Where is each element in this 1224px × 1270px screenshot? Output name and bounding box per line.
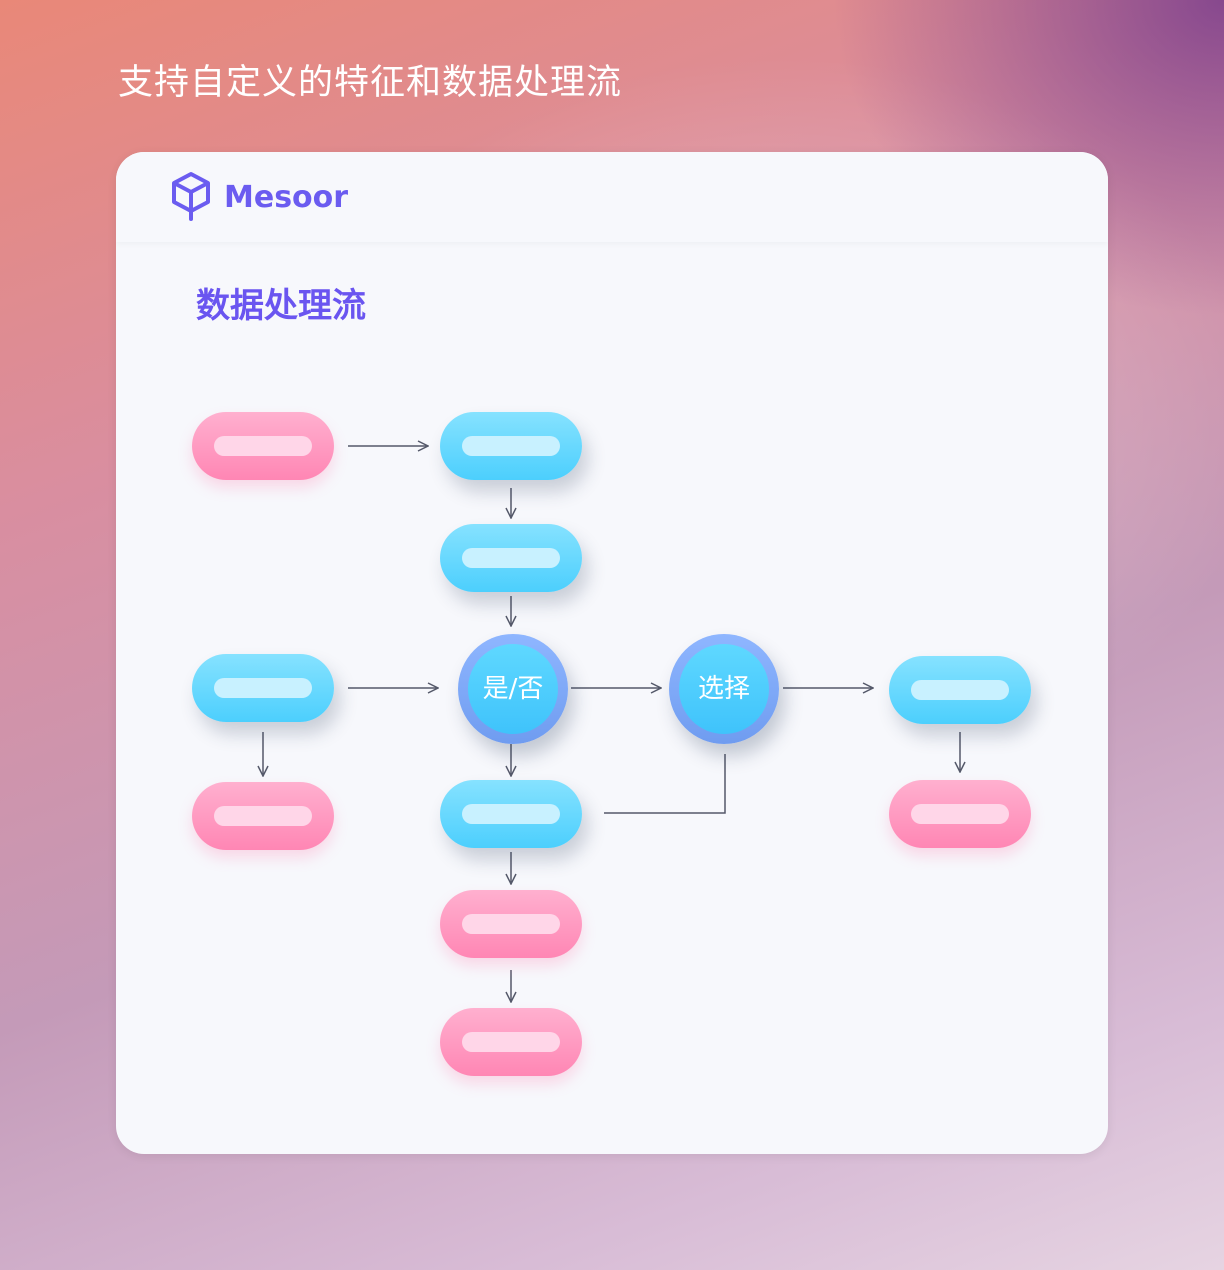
section-title: 数据处理流 (196, 286, 366, 326)
node-bar (911, 804, 1009, 824)
node-bar (214, 806, 312, 826)
line-f-select (604, 754, 726, 814)
decision-select-label: 选择 (679, 644, 769, 734)
node-blue-2 (440, 524, 582, 592)
connectors (116, 152, 1108, 1154)
node-blue-3 (192, 654, 334, 722)
headline: 支持自定义的特征和数据处理流 (118, 63, 623, 103)
decision-yes-no: 是/否 (458, 634, 568, 744)
node-bar (462, 436, 560, 456)
node-pink-5 (889, 780, 1031, 848)
node-bar (462, 914, 560, 934)
node-pink-2 (192, 782, 334, 850)
diagram-card: Mesoor 数据处理流 是/否 (116, 152, 1108, 1154)
mesoor-logo-icon (172, 172, 210, 221)
decision-select: 选择 (669, 634, 779, 744)
node-blue-5 (889, 656, 1031, 724)
node-bar (214, 678, 312, 698)
node-pink-1 (192, 412, 334, 480)
node-bar (911, 680, 1009, 700)
brand-name: Mesoor (224, 180, 349, 215)
node-pink-3 (440, 890, 582, 958)
node-bar (214, 436, 312, 456)
node-blue-4 (440, 780, 582, 848)
node-bar (462, 804, 560, 824)
decision-yes-no-label: 是/否 (468, 644, 558, 734)
node-blue-1 (440, 412, 582, 480)
card-header: Mesoor (116, 152, 1108, 242)
node-bar (462, 1032, 560, 1052)
node-pink-4 (440, 1008, 582, 1076)
node-bar (462, 548, 560, 568)
